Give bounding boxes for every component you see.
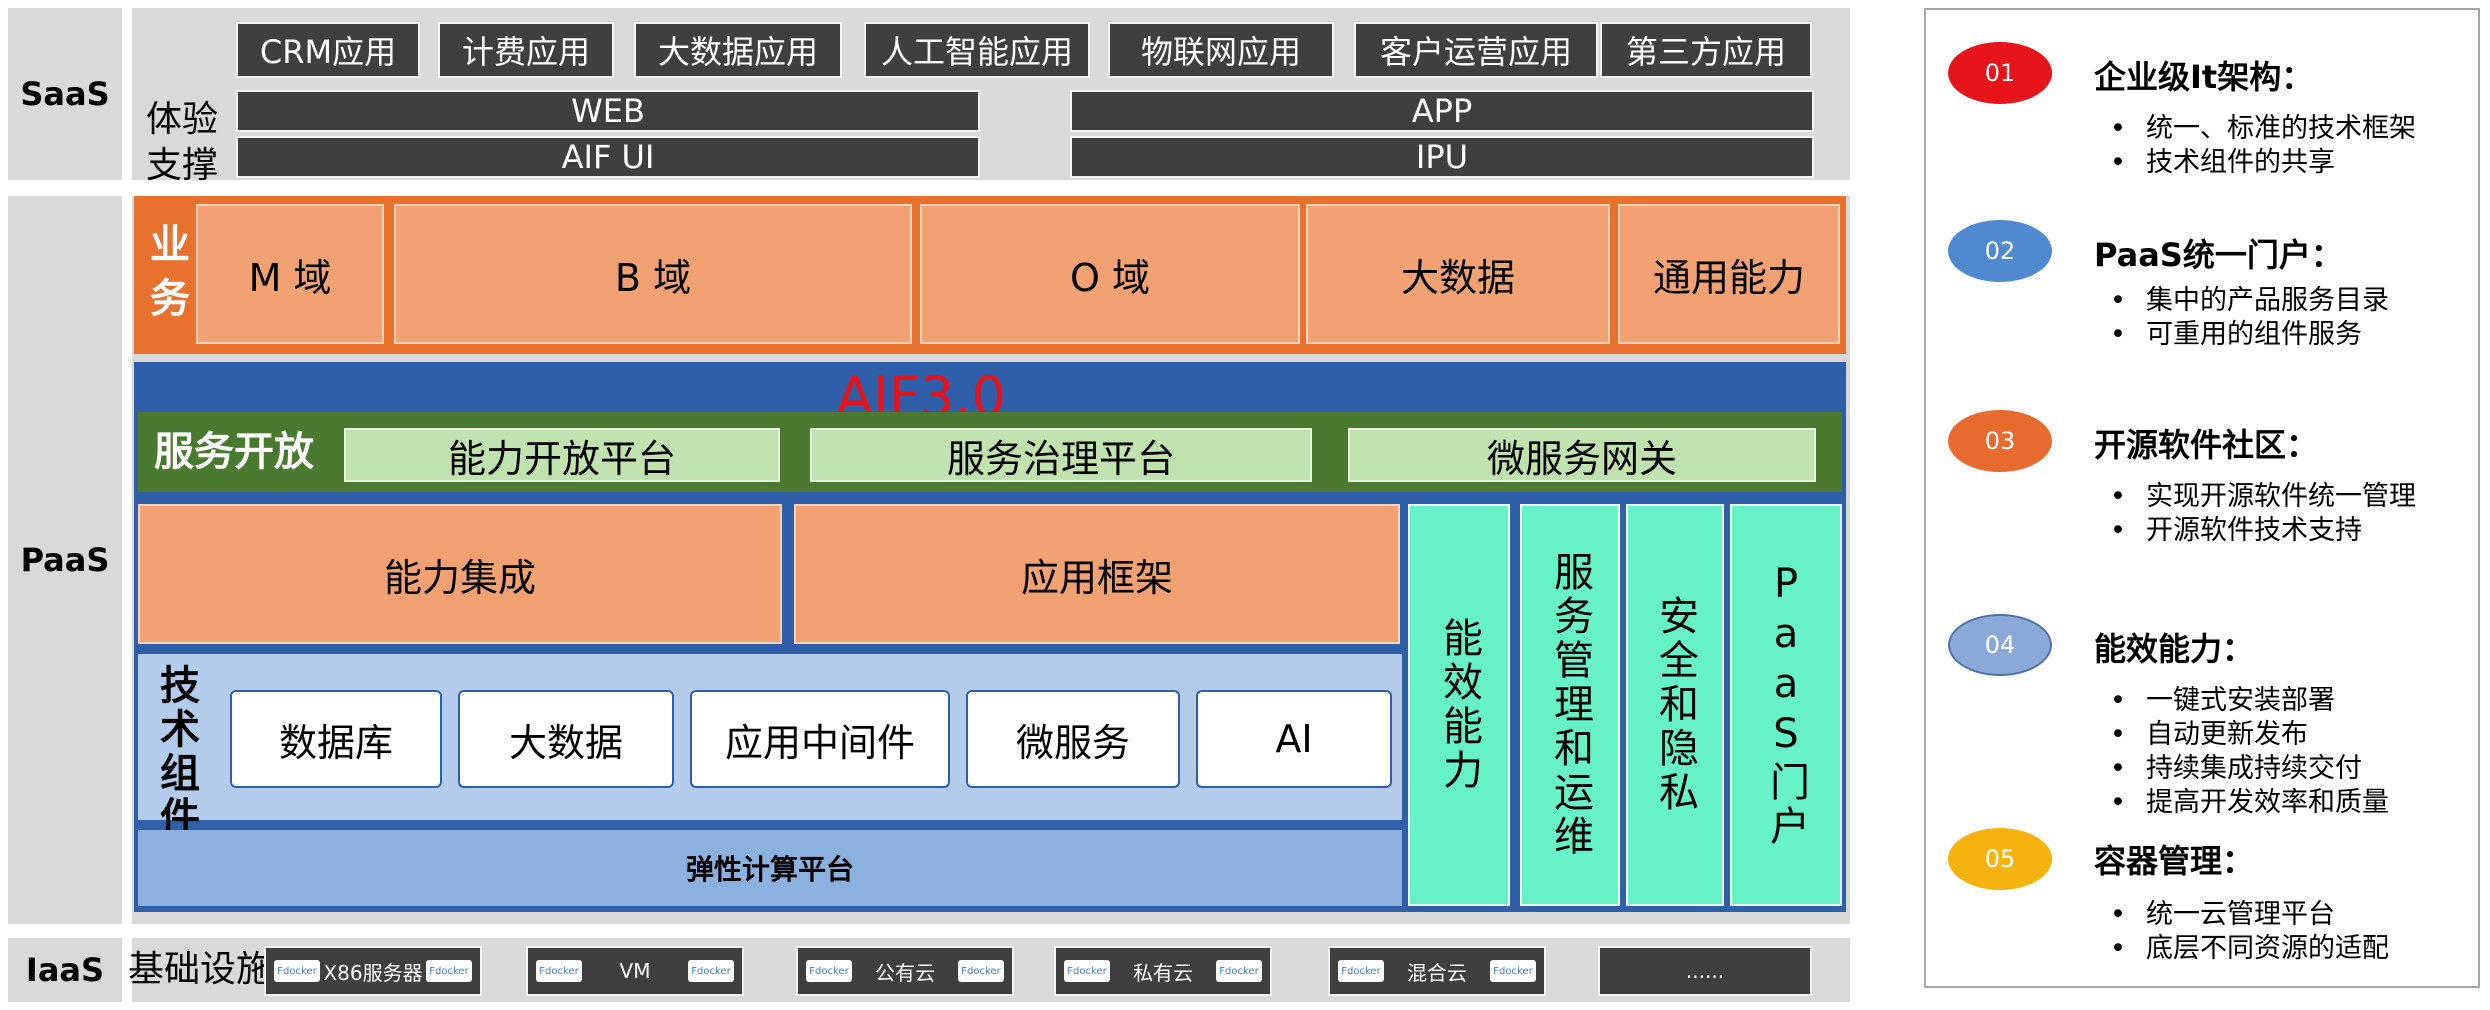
saas-app-billing: 计费应用 xyxy=(438,22,614,78)
legend-03-title: 开源软件社区： xyxy=(2094,426,2319,464)
iaas-hybrid-cloud-label: 混合云 xyxy=(1407,960,1467,985)
layer-label-iaas-text: IaaS xyxy=(25,951,105,989)
legend-02-list: 集中的产品服务目录 可重用的组件服务 xyxy=(2110,284,2389,352)
business-label: 业务 xyxy=(150,222,190,322)
saas-app-ai: 人工智能应用 xyxy=(864,22,1090,78)
saas-aif-ui: AIF UI xyxy=(236,136,980,178)
legend-04-badge: 04 xyxy=(1948,614,2052,676)
legend-04-point: 一键式安装部署 xyxy=(2110,684,2389,718)
column-paas-portal: PaaS门户 xyxy=(1730,504,1842,906)
elastic-compute-platform: 弹性计算平台 xyxy=(138,830,1402,906)
legend-01-list: 统一、标准的技术框架 技术组件的共享 xyxy=(2110,112,2416,180)
legend-02-title: PaaS统一门户： xyxy=(2094,236,2343,274)
docker-chip-icon: Fdocker xyxy=(536,960,582,982)
saas-app: APP xyxy=(1070,90,1814,132)
column-security-privacy: 安全和隐私 xyxy=(1626,504,1724,906)
legend-03-badge: 03 xyxy=(1948,410,2052,472)
legend-02-point: 集中的产品服务目录 xyxy=(2110,284,2389,318)
saas-experience-label: 体验 xyxy=(146,99,219,140)
docker-chip-icon: Fdocker xyxy=(1216,960,1262,982)
iaas-vm: Fdocker VM Fdocker xyxy=(526,946,744,996)
saas-web: WEB xyxy=(236,90,980,132)
service-open-capability-platform: 能力开放平台 xyxy=(344,428,780,482)
saas-app-customer-ops: 客户运营应用 xyxy=(1354,22,1598,78)
tech-component-microservice: 微服务 xyxy=(966,690,1180,788)
legend-05-point: 底层不同资源的适配 xyxy=(2110,932,2389,966)
legend-05-list: 统一云管理平台 底层不同资源的适配 xyxy=(2110,898,2389,966)
legend-04-point: 持续集成持续交付 xyxy=(2110,752,2389,786)
iaas-public-cloud-label: 公有云 xyxy=(875,960,935,985)
column-service-management: 服务管理和运维 xyxy=(1520,504,1620,906)
legend-01-title: 企业级It架构： xyxy=(2094,58,2314,96)
business-domain-o: O 域 xyxy=(920,204,1300,344)
layer-label-paas-text: PaaS xyxy=(20,541,110,579)
legend-04-point: 自动更新发布 xyxy=(2110,718,2389,752)
iaas-more-label: ...... xyxy=(1685,959,1725,983)
legend-01-badge: 01 xyxy=(1948,42,2052,104)
legend-04-point: 提高开发效率和质量 xyxy=(2110,786,2389,820)
layer-label-saas-text: SaaS xyxy=(20,75,110,113)
docker-chip-icon: Fdocker xyxy=(688,960,734,982)
column-efficiency: 能效能力 xyxy=(1408,504,1510,906)
iaas-x86: Fdocker X86服务器 Fdocker xyxy=(264,946,482,996)
iaas-hybrid-cloud: Fdocker 混合云 Fdocker xyxy=(1328,946,1546,996)
tech-component-middleware: 应用中间件 xyxy=(690,690,950,788)
iaas-private-cloud: Fdocker 私有云 Fdocker xyxy=(1054,946,1272,996)
service-open-label: 服务开放 xyxy=(154,429,314,475)
iaas-label: 基础设施 xyxy=(128,949,273,990)
saas-app-bigdata: 大数据应用 xyxy=(634,22,842,78)
capability-integration: 能力集成 xyxy=(138,504,782,644)
layer-label-saas: SaaS xyxy=(8,8,122,180)
docker-chip-icon: Fdocker xyxy=(274,960,320,982)
tech-components-label: 技术组件 xyxy=(160,663,200,841)
business-domain-b: B 域 xyxy=(394,204,912,344)
iaas-x86-label: X86服务器 xyxy=(323,960,423,985)
docker-chip-icon: Fdocker xyxy=(1064,960,1110,982)
legend-05-point: 统一云管理平台 xyxy=(2110,898,2389,932)
legend-02-badge: 02 xyxy=(1948,220,2052,282)
layer-label-iaas: IaaS xyxy=(8,938,122,1002)
saas-app-iot: 物联网应用 xyxy=(1108,22,1334,78)
legend-01-point: 统一、标准的技术框架 xyxy=(2110,112,2416,146)
iaas-vm-label: VM xyxy=(619,959,651,983)
tech-component-database: 数据库 xyxy=(230,690,442,788)
docker-chip-icon: Fdocker xyxy=(1490,960,1536,982)
layer-label-paas: PaaS xyxy=(8,196,122,924)
saas-support-label: 支撑 xyxy=(146,145,219,186)
docker-chip-icon: Fdocker xyxy=(958,960,1004,982)
business-domain-bigdata: 大数据 xyxy=(1306,204,1610,344)
saas-ipu: IPU xyxy=(1070,136,1814,178)
saas-app-third-party: 第三方应用 xyxy=(1600,22,1812,78)
legend-04-title: 能效能力： xyxy=(2094,630,2255,668)
iaas-private-cloud-label: 私有云 xyxy=(1133,960,1193,985)
tech-component-ai: AI xyxy=(1196,690,1392,788)
docker-chip-icon: Fdocker xyxy=(806,960,852,982)
tech-component-bigdata: 大数据 xyxy=(458,690,674,788)
business-domain-common: 通用能力 xyxy=(1618,204,1840,344)
service-open-governance-platform: 服务治理平台 xyxy=(810,428,1312,482)
legend-05-title: 容器管理： xyxy=(2094,842,2255,880)
service-open-gateway: 微服务网关 xyxy=(1348,428,1816,482)
legend-05-badge: 05 xyxy=(1948,828,2052,890)
docker-chip-icon: Fdocker xyxy=(1338,960,1384,982)
business-domain-m: M 域 xyxy=(196,204,384,344)
legend-panel: 01 企业级It架构： 统一、标准的技术框架 技术组件的共享 02 PaaS统一… xyxy=(1924,8,2480,988)
app-framework: 应用框架 xyxy=(794,504,1400,644)
docker-chip-icon: Fdocker xyxy=(426,960,472,982)
iaas-more: ...... xyxy=(1598,946,1812,996)
iaas-public-cloud: Fdocker 公有云 Fdocker xyxy=(796,946,1014,996)
legend-04-list: 一键式安装部署 自动更新发布 持续集成持续交付 提高开发效率和质量 xyxy=(2110,684,2389,820)
legend-03-list: 实现开源软件统一管理 开源软件技术支持 xyxy=(2110,480,2416,548)
legend-02-point: 可重用的组件服务 xyxy=(2110,318,2389,352)
legend-03-point: 开源软件技术支持 xyxy=(2110,514,2416,548)
legend-01-point: 技术组件的共享 xyxy=(2110,146,2416,180)
saas-app-crm: CRM应用 xyxy=(236,22,420,78)
legend-03-point: 实现开源软件统一管理 xyxy=(2110,480,2416,514)
